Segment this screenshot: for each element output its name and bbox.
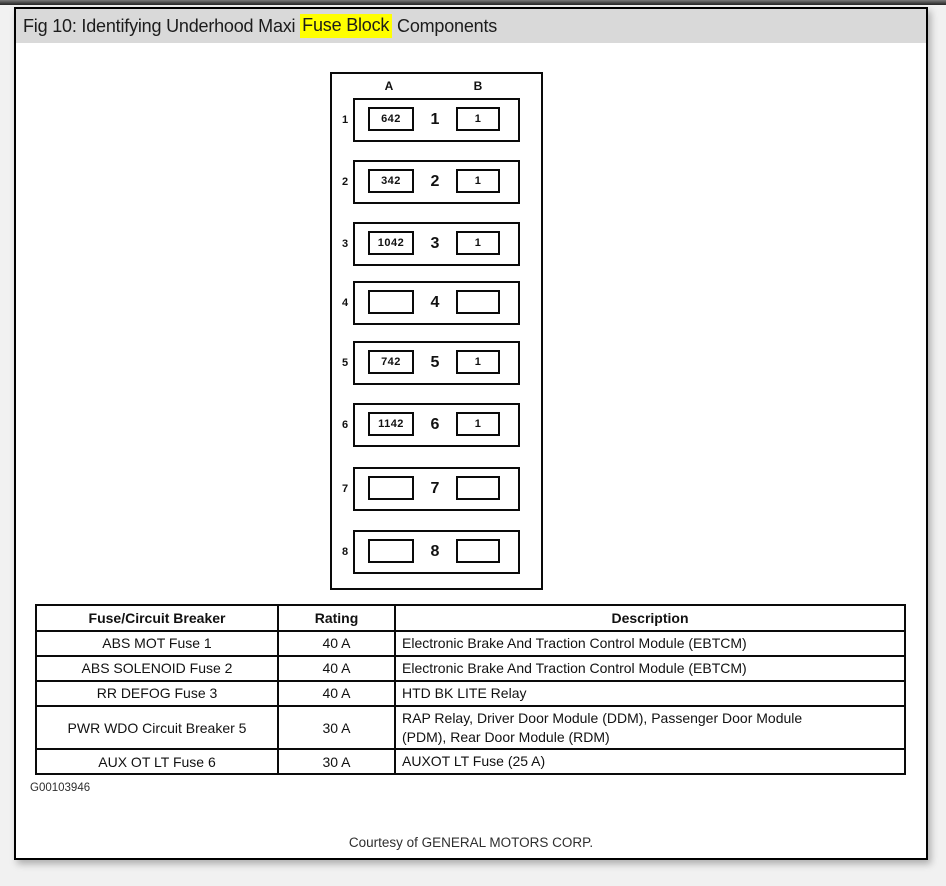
table-row: ABS SOLENOID Fuse 2 40 A Electronic Brak…	[35, 654, 906, 682]
figure-title-suffix: Components	[392, 15, 498, 36]
fuse-name-cell: ABS MOT Fuse 1	[35, 630, 279, 657]
fuse-block-row-1: 1 642 1 1	[342, 98, 520, 142]
row-number-center: 5	[430, 354, 440, 371]
row-number-center: 8	[430, 543, 440, 560]
header-rating: Rating	[277, 604, 396, 632]
fuse-slot-a: 642	[368, 107, 414, 131]
description-cell: AUXOT LT Fuse (25 A)	[394, 748, 906, 776]
row-number-left: 7	[341, 483, 349, 495]
fuse-block-diagram: A B 1 642 1 1 2 342 2 1 3 1042 3 1 4	[330, 72, 543, 590]
fuse-slot-b	[456, 476, 500, 500]
figure-card: Fig 10: Identifying Underhood Maxi Fuse …	[14, 7, 928, 860]
fuse-slot-a: 1142	[368, 412, 414, 436]
header-fuse-circuit-breaker: Fuse/Circuit Breaker	[35, 604, 279, 632]
courtesy-note: Courtesy of GENERAL MOTORS CORP.	[348, 835, 594, 850]
table-row: RR DEFOG Fuse 3 40 A HTD BK LITE Relay	[35, 679, 906, 707]
row-number-left: 2	[341, 176, 349, 188]
table-row: AUX OT LT Fuse 6 30 A AUXOT LT Fuse (25 …	[35, 748, 906, 776]
fuse-block-row-7: 7 7	[342, 467, 520, 511]
row-number-center: 7	[430, 480, 440, 497]
header-description: Description	[394, 604, 906, 632]
column-label-a: A	[384, 79, 394, 93]
fuse-slot-b	[456, 290, 500, 314]
fuse-slot-b: 1	[456, 231, 500, 255]
fuse-slot-a: 342	[368, 169, 414, 193]
row-number-center: 6	[430, 416, 440, 433]
row-number-center: 2	[430, 173, 440, 190]
fuse-slot-b: 1	[456, 107, 500, 131]
fuse-name-cell: RR DEFOG Fuse 3	[35, 679, 279, 707]
fuse-slot-a	[368, 476, 414, 500]
fuse-slot-a	[368, 539, 414, 563]
description-cell: HTD BK LITE Relay	[394, 679, 906, 707]
fuse-slot-b	[456, 539, 500, 563]
fuse-slot-a: 742	[368, 350, 414, 374]
row-number-center: 4	[430, 294, 440, 311]
row-number-left: 6	[341, 419, 349, 431]
fuse-block-row-8: 8 8	[342, 530, 520, 574]
fuse-block-row-6: 6 1142 6 1	[342, 403, 520, 447]
column-label-b: B	[473, 79, 483, 93]
fuse-block-row-2: 2 342 2 1	[342, 160, 520, 204]
row-number-left: 3	[341, 238, 349, 250]
description-cell: Electronic Brake And Traction Control Mo…	[394, 654, 906, 682]
figure-id: G00103946	[30, 782, 91, 794]
rating-cell: 30 A	[277, 748, 396, 776]
fuse-slot-b: 1	[456, 350, 500, 374]
fuse-block-row-4: 4 4	[342, 281, 520, 325]
figure-title-bar: Fig 10: Identifying Underhood Maxi Fuse …	[16, 9, 926, 43]
rating-cell: 40 A	[277, 679, 396, 707]
row-number-left: 8	[341, 546, 349, 558]
fuse-name-cell: AUX OT LT Fuse 6	[35, 748, 279, 776]
rating-cell: 40 A	[277, 654, 396, 682]
fuse-name-cell: ABS SOLENOID Fuse 2	[35, 654, 279, 682]
row-number-left: 4	[341, 297, 349, 309]
description-cell: RAP Relay, Driver Door Module (DDM), Pas…	[394, 704, 906, 751]
rating-cell: 30 A	[277, 704, 396, 751]
description-cell: Electronic Brake And Traction Control Mo…	[394, 630, 906, 657]
fuse-slot-b: 1	[456, 412, 500, 436]
rating-cell: 40 A	[277, 630, 396, 657]
fuse-block-row-5: 5 742 5 1	[342, 341, 520, 385]
figure-title-prefix: Fig 10: Identifying Underhood Maxi	[23, 15, 301, 36]
table-header-row: Fuse/Circuit Breaker Rating Description	[35, 604, 906, 632]
fuse-slot-a: 1042	[368, 231, 414, 255]
fuse-slot-a	[368, 290, 414, 314]
fuse-description-table: Fuse/Circuit Breaker Rating Description …	[35, 604, 906, 776]
row-number-left: 5	[341, 357, 349, 369]
fuse-block-row-3: 3 1042 3 1	[342, 222, 520, 266]
fuse-slot-b: 1	[456, 169, 500, 193]
table-row: ABS MOT Fuse 1 40 A Electronic Brake And…	[35, 630, 906, 657]
row-number-center: 1	[430, 111, 440, 128]
row-number-center: 3	[430, 235, 440, 252]
table-row: PWR WDO Circuit Breaker 5 30 A RAP Relay…	[35, 704, 906, 751]
window-top-strip	[0, 0, 946, 5]
fuse-name-cell: PWR WDO Circuit Breaker 5	[35, 704, 279, 751]
row-number-left: 1	[341, 114, 349, 126]
figure-title-highlight: Fuse Block	[300, 14, 393, 38]
